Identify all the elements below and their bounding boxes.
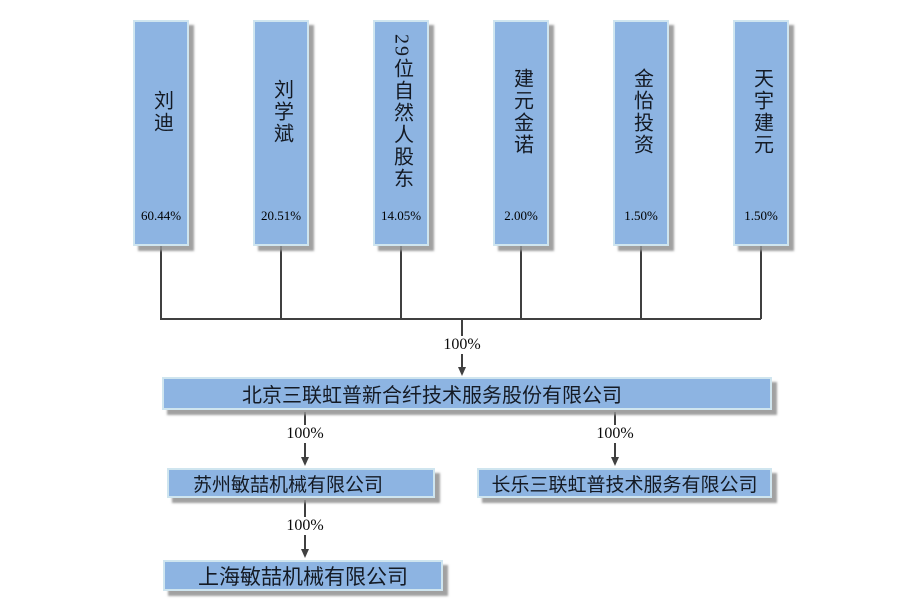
shareholder-box: 刘学斌 20.51% <box>253 20 309 246</box>
subsidiary-name: 苏州敏喆机械有限公司 <box>192 474 383 496</box>
shareholder-percent: 2.00% <box>504 208 538 223</box>
shareholder-percent: 1.50% <box>624 208 658 223</box>
subsidiary-box-shanghai: 上海敏喆机械有限公司 <box>163 560 443 591</box>
shareholder-box: 金怡投资 1.50% <box>613 20 669 246</box>
shareholder-name-wrap: 金怡投资 <box>615 24 667 200</box>
shareholder-name: 建元金诺 <box>510 68 533 156</box>
shareholder-name: 天宇建元 <box>750 68 773 156</box>
sub-subsidiary-name: 上海敏喆机械有限公司 <box>198 564 408 589</box>
parent-company-name: 北京三联虹普新合纤技术服务股份有限公司 <box>242 385 622 407</box>
subsidiary-box-changle: 长乐三联虹普技术服务有限公司 <box>477 468 772 498</box>
parent-company-box: 北京三联虹普新合纤技术服务股份有限公司 <box>162 377 772 410</box>
ownership-label-subsidiary-left: 100% <box>283 425 327 444</box>
ownership-label-combined: 100% <box>440 336 484 355</box>
ownership-label-sub-subsidiary: 100% <box>283 517 327 536</box>
shareholder-percent: 14.05% <box>380 208 422 223</box>
shareholder-percent: 1.50% <box>744 208 778 223</box>
shareholder-box: 29位自然人股东 14.05% <box>373 20 429 246</box>
shareholder-name-wrap: 刘学斌 <box>255 24 307 200</box>
shareholder-box: 天宇建元 1.50% <box>733 20 789 246</box>
ownership-label-subsidiary-right: 100% <box>593 425 637 444</box>
shareholder-box: 建元金诺 2.00% <box>493 20 549 246</box>
shareholder-name: 刘迪 <box>150 90 173 134</box>
shareholder-name-wrap: 天宇建元 <box>735 24 787 200</box>
shareholder-percent: 60.44% <box>140 208 182 223</box>
shareholder-name: 29位自然人股东 <box>390 34 413 190</box>
shareholder-name: 金怡投资 <box>630 68 653 156</box>
shareholder-name-wrap: 29位自然人股东 <box>375 24 427 200</box>
shareholder-name-wrap: 建元金诺 <box>495 24 547 200</box>
shareholder-percent: 20.51% <box>260 208 302 223</box>
shareholder-name: 刘学斌 <box>270 79 293 145</box>
shareholder-name-wrap: 刘迪 <box>135 24 187 200</box>
shareholder-bus-line <box>160 246 762 320</box>
subsidiary-box-suzhou: 苏州敏喆机械有限公司 <box>167 468 435 498</box>
subsidiary-name: 长乐三联虹普技术服务有限公司 <box>491 474 758 496</box>
shareholder-box: 刘迪 60.44% <box>133 20 189 246</box>
